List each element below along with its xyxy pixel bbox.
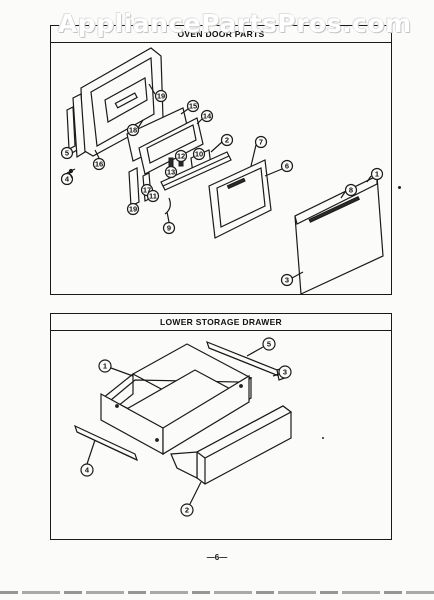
- callout-15: 15: [186, 99, 200, 113]
- small-screw-shaft: [66, 168, 76, 174]
- svg-text:7: 7: [259, 138, 263, 147]
- drawer-callout-2: 2: [180, 503, 194, 517]
- drawer-front-panel-return: [170, 451, 198, 479]
- drawer-rivet-3: [239, 384, 243, 388]
- callout-9: 9: [162, 221, 176, 235]
- svg-text:19: 19: [129, 205, 137, 214]
- drawer-right-wall: [162, 374, 250, 456]
- svg-text:10: 10: [195, 150, 203, 159]
- svg-text:9: 9: [167, 224, 171, 233]
- callout-8: 8: [344, 183, 358, 197]
- window-pack-inner: [146, 124, 197, 164]
- callout-7: 7: [254, 135, 268, 149]
- callout-18: 18: [126, 123, 140, 137]
- storage-drawer-exploded-diagram: 1 5 3 4 2: [73, 337, 293, 517]
- door-side-trim-small: [66, 106, 76, 150]
- callout-1: 1: [370, 167, 384, 181]
- oven-door-exploded-diagram: 19 18 16 5 4 15 14 2 7 12 10 13 6 17 11 …: [60, 47, 384, 295]
- callout-12: 12: [174, 149, 188, 163]
- svg-text:11: 11: [149, 192, 157, 201]
- callout-16: 16: [92, 157, 106, 171]
- callout-10: 10: [192, 147, 206, 161]
- lower-storage-drawer-title: LOWER STORAGE DRAWER: [51, 314, 391, 331]
- svg-text:13: 13: [167, 168, 175, 177]
- door-frame-inner: [90, 57, 155, 147]
- svg-text:17: 17: [143, 186, 151, 195]
- drawer-glide-rail-edge: [208, 347, 280, 377]
- door-side-channel: [128, 167, 140, 207]
- callout-14: 14: [200, 109, 214, 123]
- door-side-trim: [72, 93, 86, 159]
- svg-text:4: 4: [65, 175, 70, 184]
- svg-text:2: 2: [185, 506, 189, 515]
- leader-lines: [68, 83, 372, 279]
- svg-text:4: 4: [85, 466, 90, 475]
- svg-text:2: 2: [225, 136, 229, 145]
- svg-text:1: 1: [375, 170, 379, 179]
- svg-text:1: 1: [103, 362, 107, 371]
- door-liner-inner: [216, 167, 266, 228]
- drawer-callout-3: 3: [278, 365, 292, 379]
- callout-5: 5: [60, 146, 74, 160]
- callout-13: 13: [164, 165, 178, 179]
- oven-door-parts-title: OVEN DOOR PARTS: [51, 26, 391, 43]
- door-hook: [164, 197, 171, 215]
- scan-speck: [398, 186, 401, 189]
- watermark: AppliancePartsPros.com: [58, 9, 412, 38]
- lower-storage-drawer-panel: LOWER STORAGE DRAWER 1 5 3 4 2: [50, 313, 392, 540]
- callout-19b: 19: [126, 202, 140, 216]
- door-vent: [308, 196, 360, 223]
- callout-4: 4: [60, 172, 74, 186]
- drawer-callout-1: 1: [98, 359, 112, 373]
- svg-text:19: 19: [157, 92, 165, 101]
- drawer-front-panel-top: [195, 405, 293, 459]
- callout-3: 3: [280, 273, 294, 287]
- drawer-callout-4: 4: [80, 463, 94, 477]
- svg-text:6: 6: [285, 162, 289, 171]
- frame-window-cutout: [104, 77, 148, 123]
- liner-latch: [226, 177, 246, 190]
- svg-text:18: 18: [129, 126, 137, 135]
- svg-text:15: 15: [189, 102, 197, 111]
- svg-text:8: 8: [349, 186, 353, 195]
- door-handle-edge: [162, 155, 230, 187]
- drawer-rivet-2: [155, 438, 159, 442]
- page-number: —6—: [206, 553, 228, 562]
- svg-text:5: 5: [65, 149, 69, 158]
- svg-text:3: 3: [285, 276, 289, 285]
- callout-11: 11: [146, 189, 160, 203]
- door-liner: [208, 159, 272, 239]
- svg-text:14: 14: [203, 112, 212, 121]
- scan-speck-2: [322, 437, 324, 439]
- drawer-left-glide-edge: [76, 431, 138, 461]
- drawer-leader-lines: [86, 346, 280, 505]
- svg-text:3: 3: [283, 368, 287, 377]
- drawer-callout-5: 5: [262, 337, 276, 351]
- frame-slot: [114, 92, 138, 109]
- scan-edge-artifact: [0, 591, 434, 594]
- callout-2: 2: [220, 133, 234, 147]
- oven-door-parts-panel: OVEN DOOR PARTS: [50, 25, 392, 295]
- svg-text:5: 5: [267, 340, 271, 349]
- svg-text:12: 12: [177, 152, 185, 161]
- drawer-rivet: [115, 404, 119, 408]
- callout-6: 6: [280, 159, 294, 173]
- outer-door-panel: [294, 175, 384, 295]
- callout-19: 19: [154, 89, 168, 103]
- svg-text:16: 16: [95, 160, 103, 169]
